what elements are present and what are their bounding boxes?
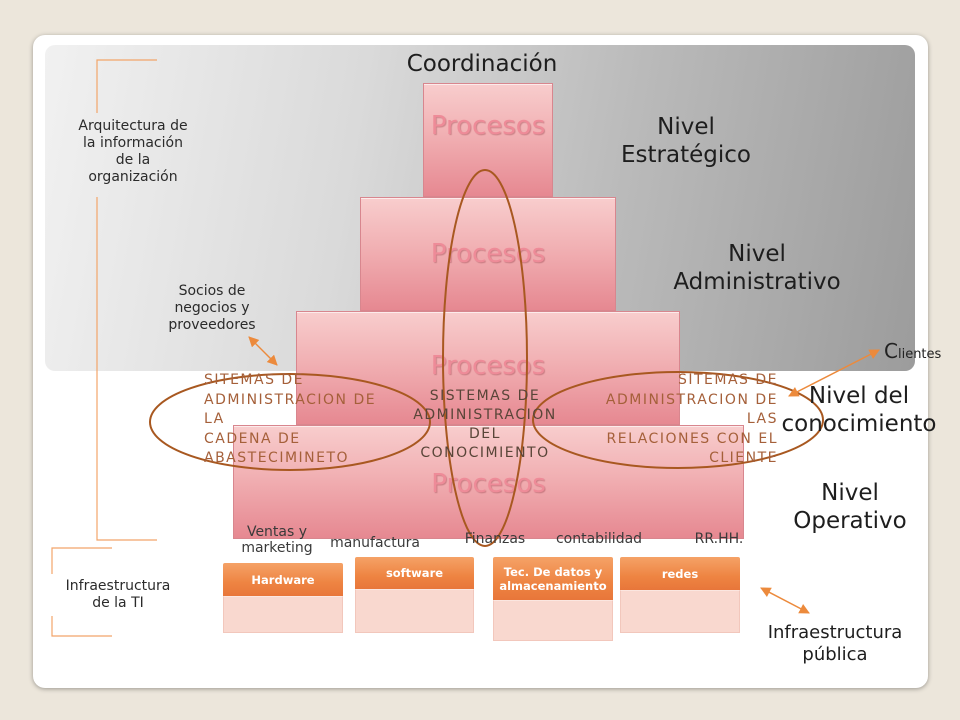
infra-header-software: software [355, 557, 474, 589]
infra-header-hardware: Hardware [223, 563, 343, 596]
knowledge-system-label: SISTEMAS DE ADMINISTRACION DEL CONOCIMIE… [413, 388, 557, 461]
level-label-strategic: Nivel Estratégico [621, 114, 751, 168]
architecture-label: Arquitectura de la información de la org… [78, 118, 188, 185]
process-label: Procesos [430, 239, 546, 269]
it-infrastructure-label: Infraestructura de la TI [65, 578, 171, 611]
partners-label: Socios de negocios y proveedores [168, 283, 256, 333]
supply-chain-system-label: SITEMAS DE ADMINISTRACION DE LA CADENA D… [204, 372, 377, 466]
infra-header-data: Tec. De datos y almacenamiento [493, 557, 613, 600]
pyramid-level-administrative: Procesos [360, 197, 616, 311]
function-label-manufacturing: manufactura [330, 535, 420, 551]
level-label-operational: Nivel Operativo [793, 480, 907, 534]
infra-header-networks: redes [620, 557, 740, 590]
function-label-sales: Ventas y marketing [241, 524, 313, 556]
infra-body-data [493, 600, 613, 641]
process-label: Procesos [430, 111, 546, 141]
level-label-administrative: Nivel Administrativo [673, 241, 841, 295]
function-label-accounting: contabilidad [555, 531, 643, 547]
level-label-knowledge: Nivel del conocimiento [781, 383, 937, 437]
infra-body-networks [620, 590, 740, 633]
process-label: Procesos [431, 469, 546, 499]
coordination-title: Coordinación [406, 51, 558, 77]
function-label-hr: RR.HH. [694, 531, 744, 547]
clients-label: Clientes [884, 339, 942, 363]
infra-body-hardware [223, 596, 343, 633]
customer-relations-system-label: SITEMAS DE ADMINISTRACION DE LAS RELACIO… [605, 372, 778, 466]
pyramid-level-strategic: Procesos [423, 83, 553, 197]
public-infrastructure-label: Infraestructura pública [767, 622, 903, 665]
function-label-finance: Finanzas [464, 531, 526, 547]
infra-body-software [355, 589, 474, 633]
